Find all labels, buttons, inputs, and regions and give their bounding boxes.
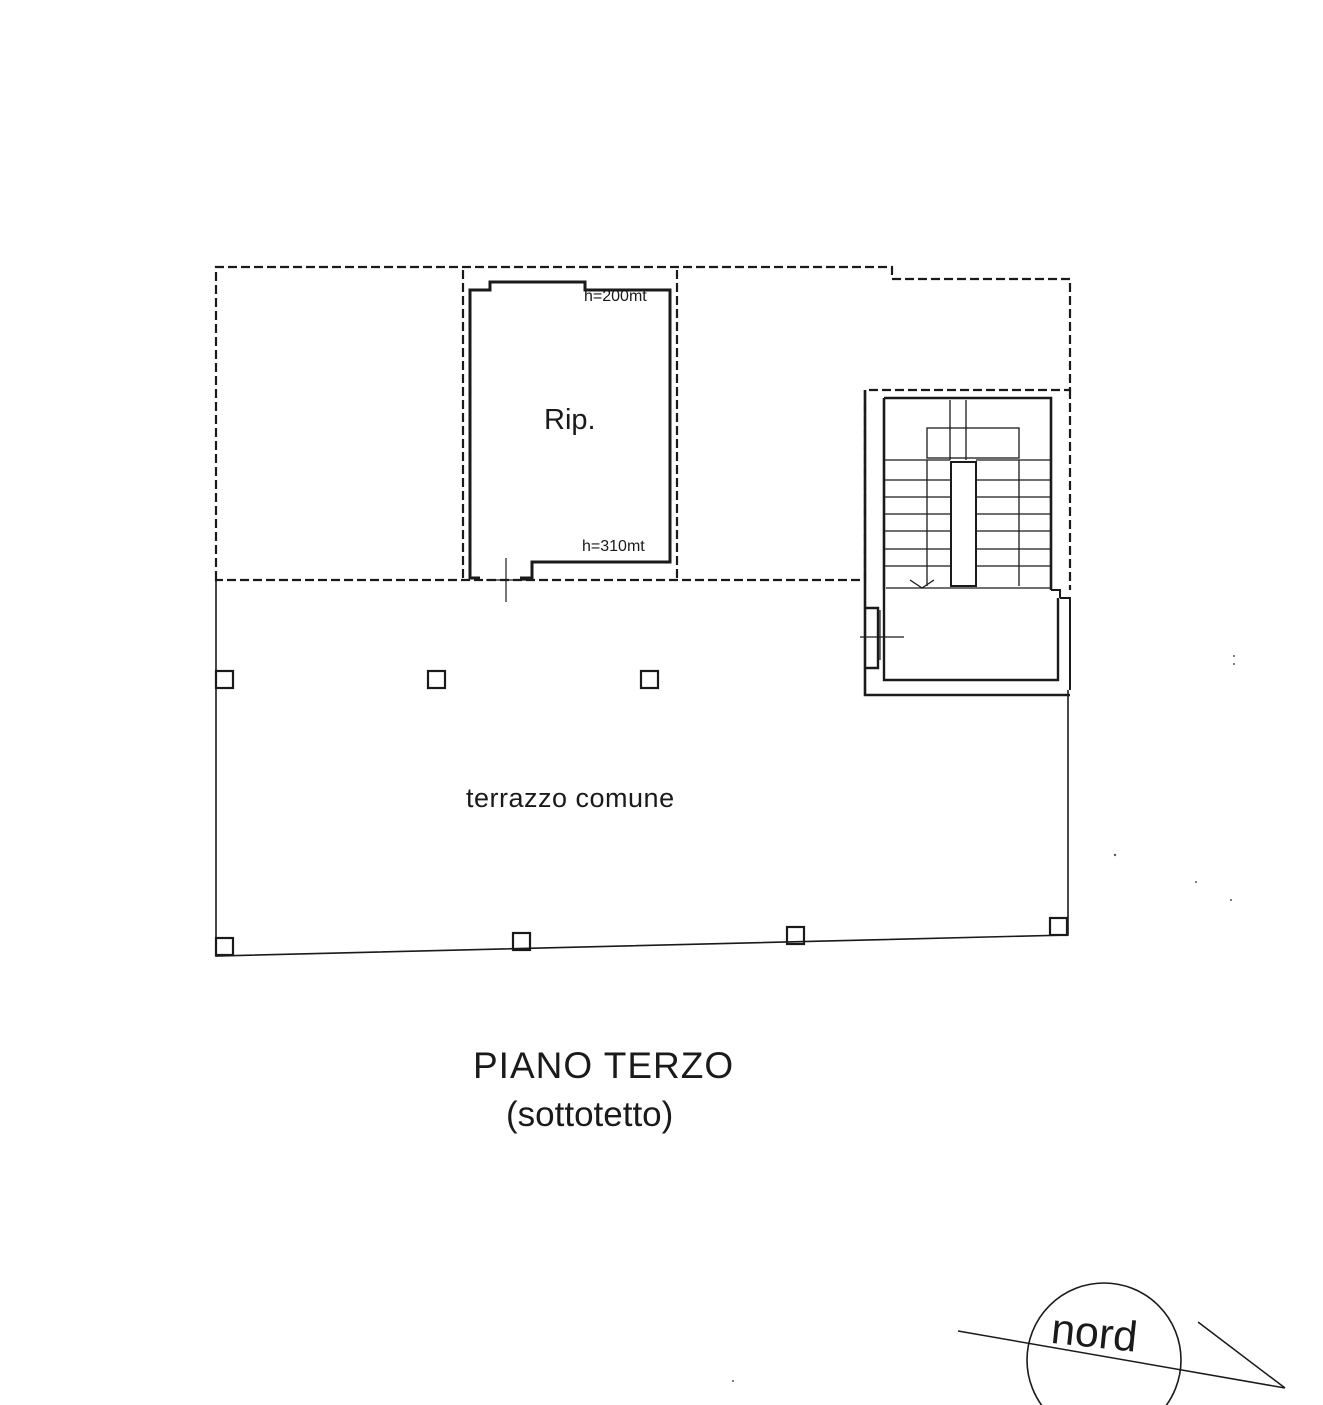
floor-subtitle: (sottotetto) [506,1095,674,1134]
dashed-outer-boundary [214,265,1072,582]
pillar [1048,916,1069,937]
terrace-outline [215,580,1069,957]
pillar [426,669,447,690]
landing-outline [866,590,1060,682]
north-compass-circle [1026,1282,1182,1405]
stair-treads [885,400,1050,589]
pillar [511,931,532,952]
north-arrow-line [1197,1321,1286,1389]
stairwell-outer-wall [863,390,1070,697]
north-axis-line [957,1330,1286,1389]
storage-room-walls [468,280,672,580]
ceiling-height-top: h=200mt [584,288,647,305]
pillar [214,669,235,690]
pillar [214,936,235,957]
terrace-label: terrazzo comune [466,783,675,813]
landing-right-jamb [1051,589,1071,690]
floor-title: PIANO TERZO [473,1045,735,1086]
pillar [639,669,660,690]
pillar [785,925,806,946]
north-label: nord [1048,1305,1140,1362]
stairwell-inner-wall [882,396,1053,590]
ceiling-height-bottom: h=310mt [582,538,645,555]
storage-room-label: Rip. [544,404,596,436]
